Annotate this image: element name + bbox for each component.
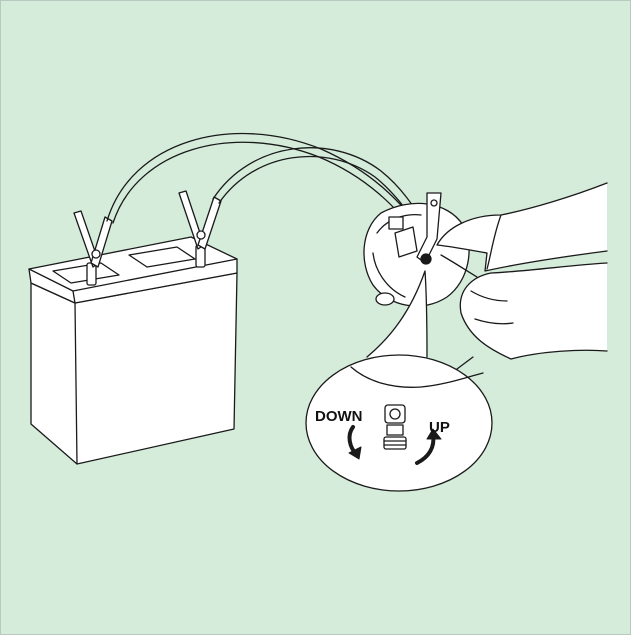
hand-upper [436,182,608,272]
up-label: UP [429,419,450,436]
jumper-cables [106,132,430,240]
clamp-left [73,210,113,268]
curved-arrow-down-icon [347,425,362,460]
zoom-callout [305,270,493,492]
hand-lower [440,254,608,360]
test-probe [416,192,442,265]
down-label: DOWN [315,408,363,425]
mirror-motor [363,202,470,307]
battery [28,236,238,465]
curved-arrow-up-icon [415,428,442,465]
clamp-right [178,190,222,250]
